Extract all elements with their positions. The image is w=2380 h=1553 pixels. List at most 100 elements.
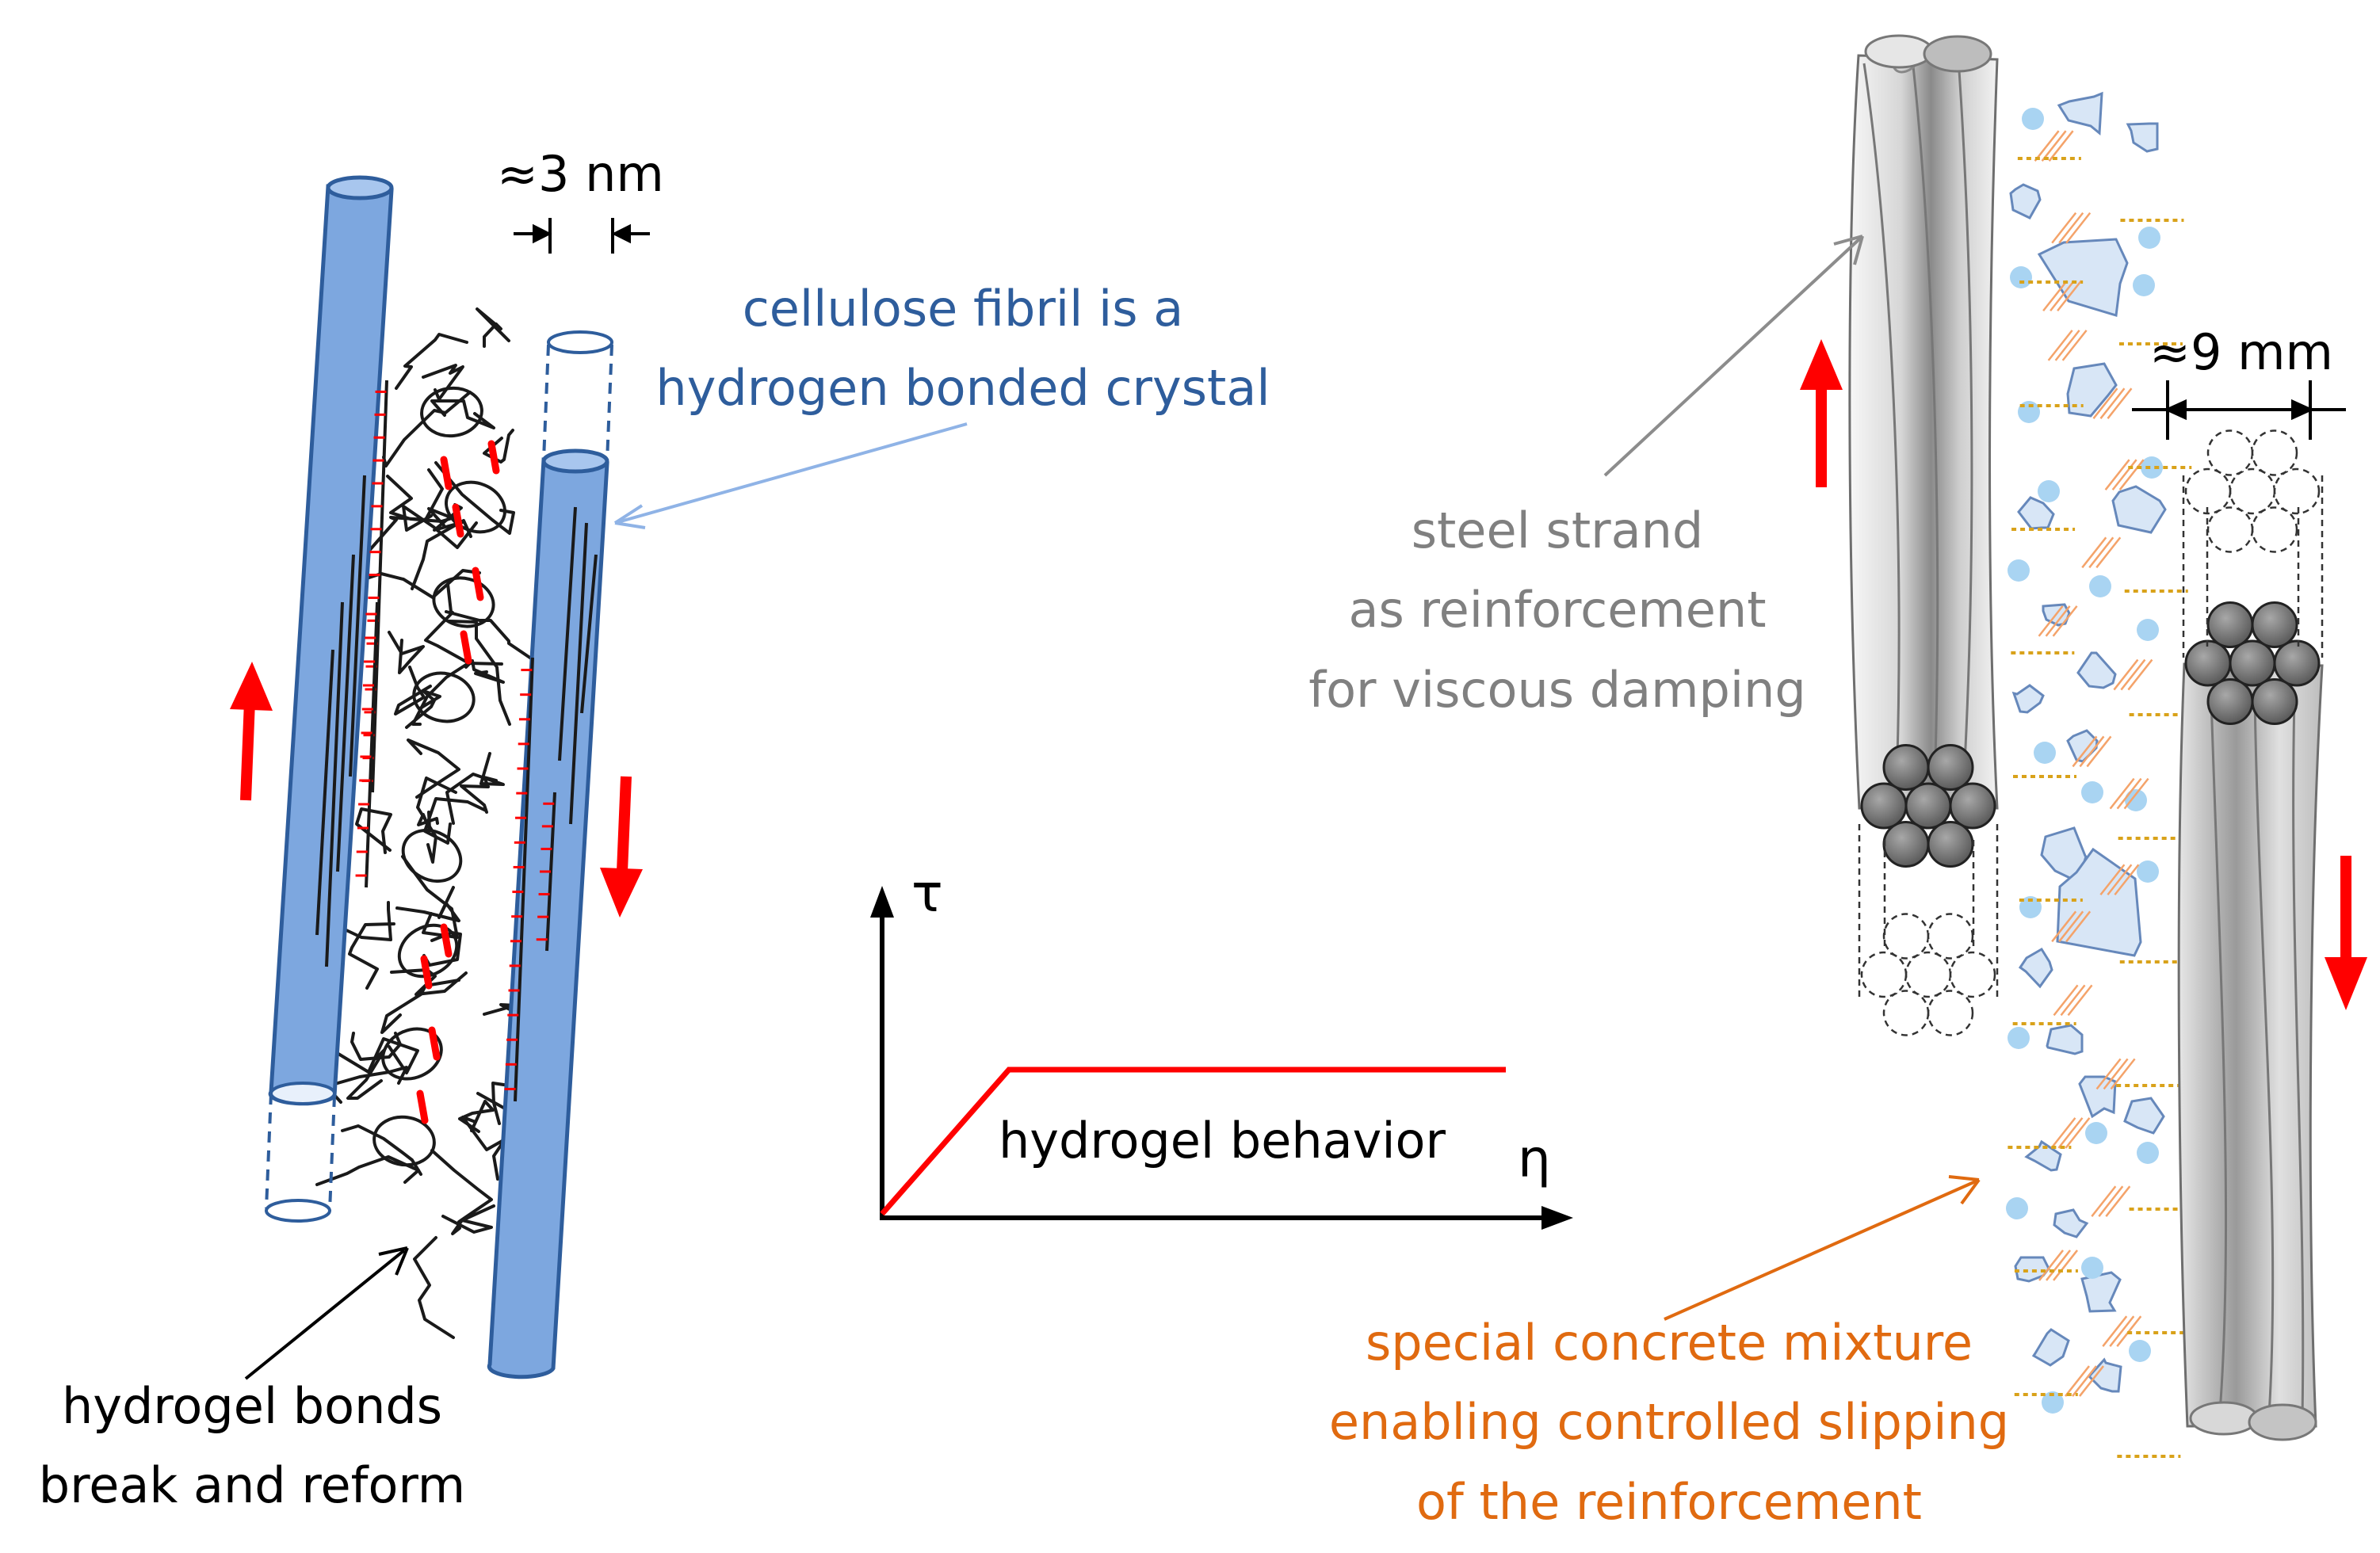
right-strand-cross-section <box>2184 601 2321 725</box>
concrete-label-line-2: enabling controlled slipping <box>1328 1393 2010 1452</box>
fiber-strand <box>2046 1250 2072 1281</box>
hydrogen-bond <box>440 456 453 490</box>
sand-grain <box>2137 860 2159 883</box>
polymer-chain <box>341 1124 422 1176</box>
fiber-strand <box>2060 984 2086 1017</box>
fiber-strand <box>2095 536 2122 569</box>
sand-grain <box>2008 559 2030 582</box>
concrete-label-line-3: of the reinforcement <box>1416 1472 1922 1531</box>
sand-grain <box>2089 575 2111 597</box>
fiber-strand <box>2088 536 2114 569</box>
polymer-chain <box>458 1100 495 1133</box>
fiber-strand <box>2104 459 2130 490</box>
polymer-loop <box>412 671 476 723</box>
ghost-wire <box>2206 506 2254 553</box>
fiber-strand <box>2050 280 2076 312</box>
ghost-wire <box>1860 951 1908 998</box>
sand-grain <box>2010 266 2032 288</box>
ghost-wire <box>1904 951 1952 998</box>
fiber-strand <box>2110 1058 2136 1090</box>
aggregate-stone <box>2046 1024 2084 1055</box>
hydrogen-bond <box>460 630 472 665</box>
fiber-strand <box>2111 459 2137 490</box>
aggregate-stone <box>2056 847 2142 957</box>
steel-wire <box>2206 601 2254 649</box>
upward-force-arrow-steel <box>1800 339 1843 487</box>
fiber-strand <box>2113 658 2139 691</box>
fiber-strand <box>2107 864 2133 896</box>
cellulose-fibril-label: cellulose fibril is a hydrogen bonded cr… <box>655 269 1270 429</box>
sand-grain <box>2006 1197 2028 1219</box>
fiber-strand <box>2081 536 2107 569</box>
steel-callout-arrow <box>1603 235 1864 477</box>
fiber-strand <box>2079 1365 2104 1397</box>
aggregate-stone <box>2057 91 2103 136</box>
cellulose-callout-arrow <box>613 422 968 529</box>
gap-dimension-marker <box>514 218 650 254</box>
aggregate-stone <box>2076 651 2117 689</box>
diameter-dimension-marker <box>2132 380 2346 440</box>
cellulose-label-line-2: hydrogen bonded crystal <box>655 359 1270 418</box>
polymer-chain <box>388 631 425 674</box>
fibril-layer <box>365 601 379 888</box>
aggregate-stone <box>2037 238 2129 317</box>
fiber-strand <box>2053 1250 2079 1281</box>
fiber-strand <box>2120 658 2146 691</box>
ghost-wire <box>2229 467 2276 515</box>
polymer-chain <box>430 1149 495 1223</box>
fiber-strand <box>2072 735 2098 768</box>
polymer-chain <box>461 1116 506 1181</box>
aggregate-stone <box>2126 122 2159 153</box>
fiber-strand <box>2058 910 2084 943</box>
hydrogel-label-line-1: hydrogel bonds <box>61 1377 443 1435</box>
steel-wire <box>2273 639 2321 687</box>
polymer-loop <box>397 923 459 979</box>
hydrogel-network <box>304 307 558 1339</box>
hydrogen-bond <box>416 1089 429 1124</box>
downward-force-arrow-steel <box>2325 856 2367 1010</box>
polymer-chain <box>445 752 505 825</box>
polymer-chain <box>405 689 441 729</box>
fiber-strand <box>2072 1365 2097 1397</box>
fiber-strand <box>2065 910 2092 943</box>
fiber-strand <box>2057 1117 2084 1149</box>
sand-grain <box>2125 789 2147 811</box>
polymer-chain <box>448 620 511 726</box>
fiber-strand <box>2103 1058 2129 1090</box>
fiber-strand <box>2102 1315 2128 1347</box>
ghost-wire <box>1927 990 1974 1036</box>
left-strand-ghost-extension <box>1858 824 1999 1036</box>
polymer-chain <box>401 855 459 939</box>
sand-grain <box>2034 742 2056 764</box>
hydrogel-behavior-curve <box>880 1066 1506 1216</box>
polymer-chain <box>460 776 498 814</box>
polymer-chain <box>315 1155 420 1186</box>
upward-force-arrow <box>230 662 273 801</box>
fiber-strand <box>2095 1058 2122 1090</box>
steel-wire <box>1927 820 1974 868</box>
ghost-wire <box>2184 467 2232 515</box>
aggregate-stone <box>2009 183 2042 219</box>
polymer-chain <box>424 582 468 663</box>
right-strand-ghost-extension <box>2182 429 2324 658</box>
hydrogen-bond <box>452 503 464 538</box>
cellulose-label-line-1: cellulose fibril is a <box>742 280 1184 338</box>
polymer-chain <box>476 307 510 348</box>
polymer-chain <box>413 1236 455 1339</box>
shear-stress-graph <box>870 886 1573 1230</box>
ghost-wire <box>2251 506 2298 553</box>
fiber-strand <box>2047 330 2073 361</box>
fiber-strand <box>2065 1365 2090 1397</box>
polymer-chain <box>441 1215 493 1235</box>
fiber-strand <box>2123 777 2149 810</box>
aggregate-stone <box>2066 362 2118 418</box>
sand-grain <box>2141 456 2163 479</box>
x-axis-label-eta: η <box>1518 1128 1551 1189</box>
sand-grain <box>2081 781 2103 803</box>
steel-wire <box>2251 601 2298 649</box>
fiber-strand <box>2099 387 2126 419</box>
fiber-strand <box>2116 777 2142 810</box>
concrete-mixture <box>2006 91 2193 1458</box>
ghost-wire <box>2273 467 2321 515</box>
